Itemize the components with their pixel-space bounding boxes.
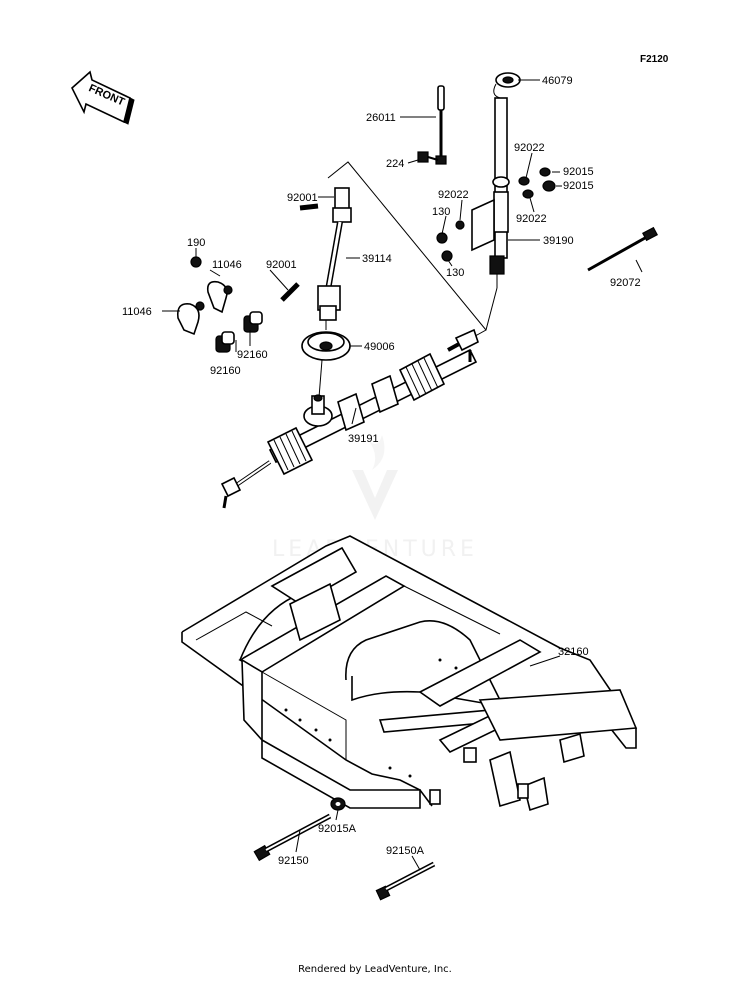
steering-rack-39191	[220, 328, 479, 509]
cable-tie-92072	[587, 226, 658, 272]
label-39114: 39114	[362, 253, 392, 265]
leader-lines	[162, 79, 643, 871]
front-arrow-icon: FRONT	[71, 70, 135, 125]
label-39190: 39190	[543, 235, 574, 247]
label-92160-b: 92160	[210, 365, 241, 377]
label-224: 224	[386, 158, 404, 170]
bolt-224	[417, 151, 439, 163]
label-39191: 39191	[348, 433, 379, 445]
rod-26011	[435, 85, 447, 165]
frame-32160	[181, 535, 638, 812]
label-190: 190	[187, 237, 205, 249]
dust-seal-49006	[301, 331, 351, 361]
label-92072: 92072	[610, 277, 641, 289]
nut-92015A	[330, 797, 346, 811]
bolt-92150	[253, 813, 332, 862]
label-92015A: 92015A	[318, 823, 357, 835]
label-92022-c: 92022	[516, 213, 547, 225]
label-46079: 46079	[542, 75, 573, 87]
label-130-b: 130	[446, 267, 464, 279]
label-92022-a: 92022	[514, 142, 545, 154]
clamps-11046	[176, 256, 233, 336]
label-92001-a: 92001	[287, 192, 318, 204]
label-92015-a: 92015	[563, 166, 594, 178]
bushings-92160	[215, 311, 263, 353]
label-11046-b: 11046	[122, 306, 152, 318]
label-92160-a: 92160	[237, 349, 268, 361]
footer-credit: Rendered by LeadVenture, Inc.	[298, 964, 452, 975]
label-130-a: 130	[432, 206, 450, 218]
diagram-code: F2120	[640, 54, 669, 65]
label-92022-b: 92022	[438, 189, 469, 201]
intermediate-shaft-39114	[317, 187, 352, 321]
label-49006: 49006	[364, 341, 395, 353]
label-11046-a: 11046	[212, 259, 242, 271]
label-26011: 26011	[366, 112, 396, 124]
label-32160: 32160	[558, 646, 589, 658]
label-92150: 92150	[278, 855, 309, 867]
nuts-group	[436, 167, 556, 262]
bolt-92150A	[375, 861, 436, 901]
label-92001-b: 92001	[266, 259, 297, 271]
label-92015-b: 92015	[563, 180, 594, 192]
steering-column	[471, 72, 521, 288]
part-labels: 46079 26011 224 92022 92015 92015 92022 …	[122, 75, 641, 867]
label-92150A: 92150A	[386, 845, 425, 857]
bolts-92001	[280, 203, 319, 302]
